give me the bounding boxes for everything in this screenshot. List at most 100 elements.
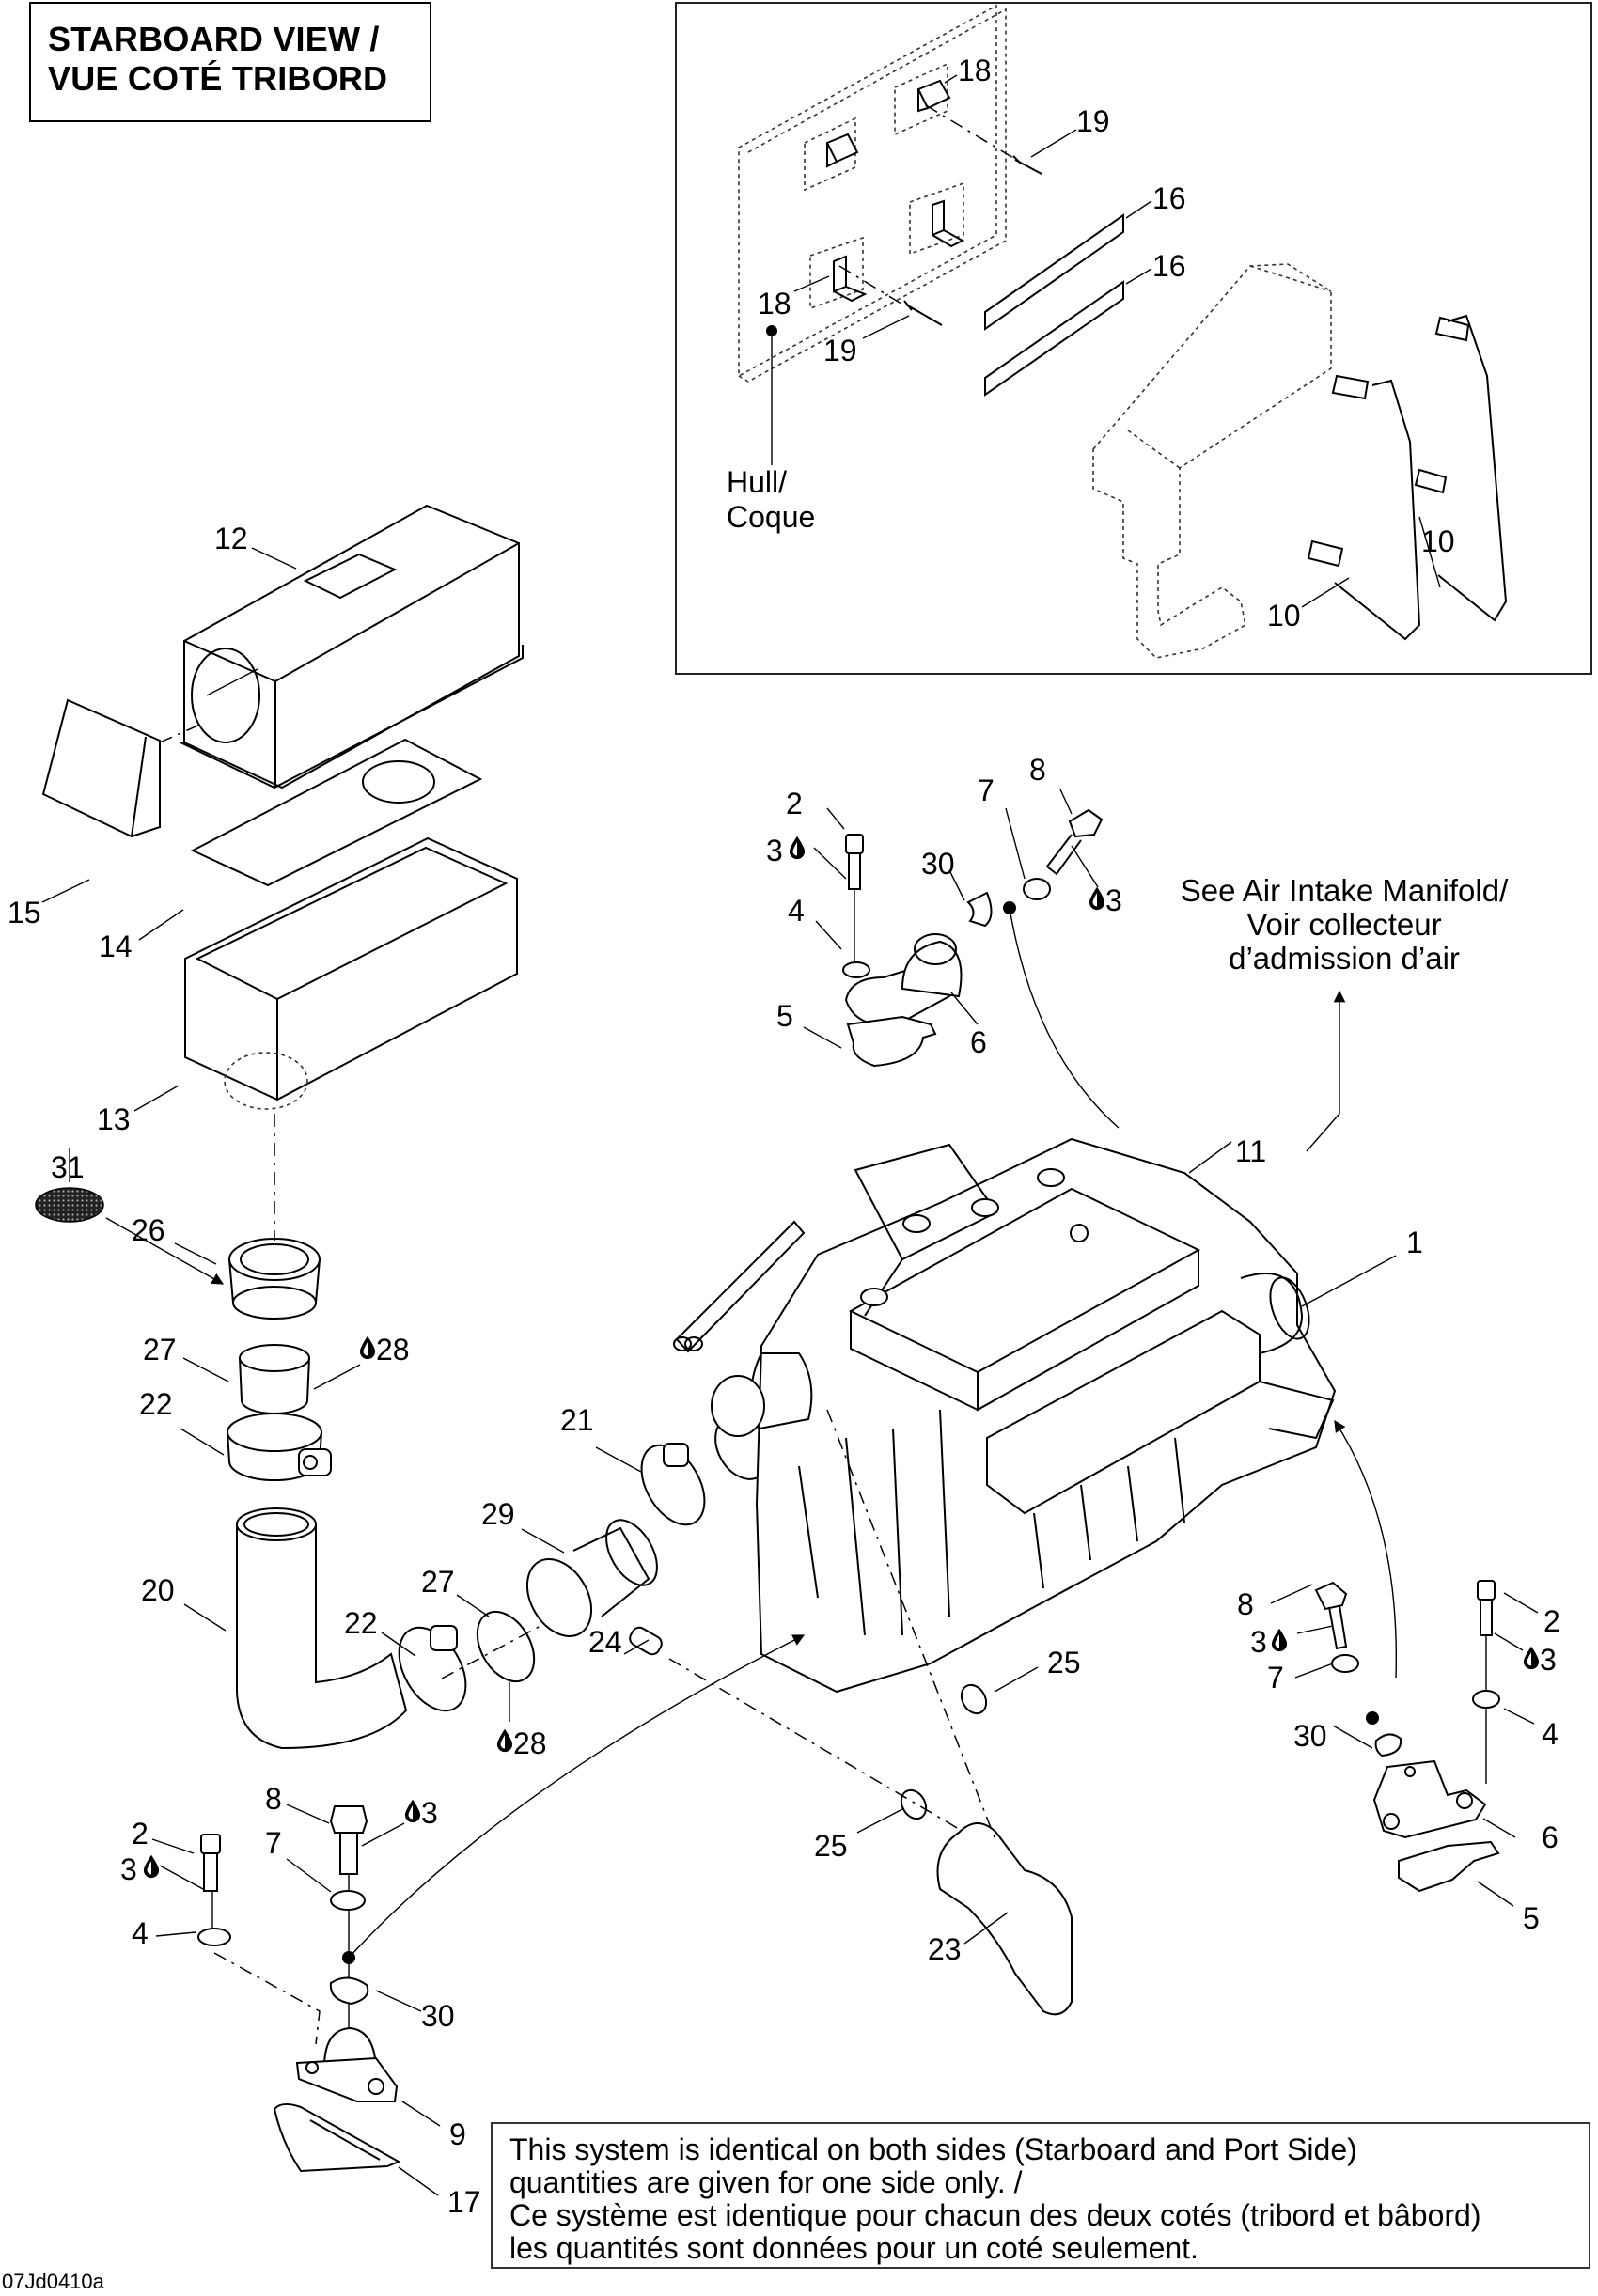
svg-text:7: 7 bbox=[978, 773, 995, 807]
water-hose bbox=[936, 1822, 1073, 2016]
reference-line-2: Voir collecteur bbox=[1246, 907, 1442, 942]
svg-text:3: 3 bbox=[1250, 1625, 1267, 1659]
svg-text:23: 23 bbox=[928, 1932, 962, 1966]
left-mount-link bbox=[349, 1634, 806, 1958]
callout-bottom-8: 8 bbox=[265, 1782, 330, 1824]
symmetry-note-box: This system is identical on both sides (… bbox=[491, 2122, 1590, 2269]
svg-text:16: 16 bbox=[1152, 181, 1186, 215]
motor-mount-bottom bbox=[295, 2026, 399, 2102]
hull-label-english: Hull/ bbox=[727, 465, 788, 499]
callout-19-lower: 19 bbox=[823, 315, 910, 367]
callout-right-8: 8 bbox=[1237, 1584, 1313, 1621]
reference-line-3: d’admission d’air bbox=[1229, 941, 1460, 976]
svg-text:31: 31 bbox=[51, 1150, 85, 1184]
svg-text:7: 7 bbox=[1267, 1661, 1284, 1695]
view-title-french: VUE COTÉ TRIBORD bbox=[48, 59, 388, 98]
callout-right-2: 2 bbox=[1503, 1592, 1560, 1638]
callout-25-lower: 25 bbox=[814, 1807, 905, 1863]
svg-text:17: 17 bbox=[447, 2185, 481, 2219]
callout-26: 26 bbox=[132, 1213, 217, 1265]
throttle-adapter bbox=[525, 1519, 658, 1637]
callout-15: 15 bbox=[8, 879, 90, 929]
callout-13: 13 bbox=[97, 1085, 180, 1136]
svg-text:2: 2 bbox=[786, 787, 803, 820]
callout-16-upper: 16 bbox=[1125, 181, 1186, 219]
svg-text:6: 6 bbox=[1542, 1820, 1559, 1854]
callout-28-upper: 28 bbox=[313, 1333, 410, 1390]
svg-text:19: 19 bbox=[823, 334, 857, 367]
rivet-upper bbox=[925, 104, 1042, 175]
callout-11: 11 bbox=[1188, 1134, 1266, 1174]
callout-29: 29 bbox=[481, 1497, 565, 1554]
svg-text:11: 11 bbox=[1235, 1134, 1266, 1168]
svg-text:3: 3 bbox=[421, 1796, 438, 1830]
mount-reference-dot-bottom bbox=[342, 1951, 355, 1964]
callout-right-30: 30 bbox=[1293, 1719, 1373, 1753]
callout-22-lower: 22 bbox=[344, 1606, 416, 1657]
svg-text:30: 30 bbox=[921, 847, 955, 881]
svg-text:3: 3 bbox=[766, 834, 783, 867]
callout-bottom-4: 4 bbox=[132, 1916, 196, 1950]
bolt-top-8 bbox=[1045, 808, 1104, 876]
svg-text:4: 4 bbox=[1542, 1717, 1559, 1751]
svg-text:6: 6 bbox=[970, 1025, 987, 1059]
svg-text:24: 24 bbox=[588, 1625, 622, 1659]
svg-text:9: 9 bbox=[449, 2117, 466, 2151]
callout-top-5: 5 bbox=[776, 999, 842, 1049]
view-title-box: STARBOARD VIEW / VUE COTÉ TRIBORD bbox=[29, 2, 431, 122]
svg-text:30: 30 bbox=[421, 1999, 455, 2033]
callout-right-7: 7 bbox=[1267, 1661, 1334, 1695]
svg-text:7: 7 bbox=[265, 1826, 282, 1860]
reference-line-1: See Air Intake Manifold/ bbox=[1180, 873, 1509, 908]
svg-text:29: 29 bbox=[481, 1497, 515, 1531]
hose-clamp-25-upper bbox=[826, 1409, 997, 1843]
callout-bottom-3: 3 bbox=[120, 1852, 204, 1890]
note-line-3: Ce système est identique pour chacun des… bbox=[509, 2198, 1481, 2232]
air-box-base bbox=[184, 836, 518, 1110]
washer-right-4 bbox=[1472, 1690, 1500, 1709]
washer-top-7 bbox=[1023, 878, 1051, 900]
washer-right-7 bbox=[1331, 1654, 1359, 1673]
callout-10-lower: 10 bbox=[1267, 577, 1350, 633]
callout-bottom-30: 30 bbox=[375, 1990, 455, 2033]
motor-mount-right bbox=[1372, 1759, 1487, 1839]
right-mount-link bbox=[1334, 1419, 1398, 1679]
hull-bracket-middle-right bbox=[909, 181, 965, 256]
svg-text:3: 3 bbox=[120, 1852, 137, 1886]
note-line-2: quantities are given for one side only. … bbox=[509, 2165, 1023, 2199]
callout-right-5: 5 bbox=[1477, 1881, 1540, 1935]
air-box-cover bbox=[180, 504, 524, 789]
callout-18-lower: 18 bbox=[758, 275, 830, 320]
svg-text:25: 25 bbox=[1047, 1646, 1081, 1679]
washer-bottom-7 bbox=[330, 1890, 366, 1911]
svg-text:26: 26 bbox=[132, 1213, 165, 1247]
callout-right-4: 4 bbox=[1503, 1708, 1559, 1751]
callout-bottom-3b: 3 bbox=[361, 1796, 438, 1847]
note-line-1: This system is identical on both sides (… bbox=[509, 2132, 1357, 2166]
callout-top-2: 2 bbox=[786, 787, 845, 830]
hose-clamp-upper bbox=[227, 1413, 332, 1481]
hose-clamp-25-lower bbox=[900, 1788, 928, 1820]
callout-top-30: 30 bbox=[921, 847, 965, 901]
intake-elbow-hose bbox=[236, 1507, 408, 1750]
callout-18-upper: 18 bbox=[944, 54, 992, 87]
hull-label-french: Coque bbox=[727, 500, 816, 534]
svg-text:18: 18 bbox=[758, 287, 791, 320]
air-box-gasket bbox=[190, 738, 483, 887]
svg-text:28: 28 bbox=[513, 1726, 547, 1760]
hull-panel bbox=[738, 4, 1007, 383]
callout-21: 21 bbox=[560, 1403, 642, 1473]
svg-text:25: 25 bbox=[814, 1829, 848, 1863]
callout-bottom-2: 2 bbox=[132, 1817, 195, 1854]
hull-bracket-upper-right bbox=[894, 62, 951, 136]
heat-shield-top-30 bbox=[966, 891, 993, 928]
air-intake-manifold-reference: See Air Intake Manifold/ Voir collecteur… bbox=[1128, 874, 1560, 976]
callout-top-6: 6 bbox=[950, 992, 987, 1059]
heat-shield-right-30 bbox=[1374, 1733, 1402, 1757]
bolt-right-8 bbox=[1314, 1581, 1348, 1650]
svg-text:19: 19 bbox=[1076, 104, 1110, 138]
shim-bottom-17 bbox=[273, 2103, 401, 2173]
callout-31: 31 bbox=[51, 1150, 85, 1184]
callout-25-upper: 25 bbox=[994, 1646, 1081, 1693]
